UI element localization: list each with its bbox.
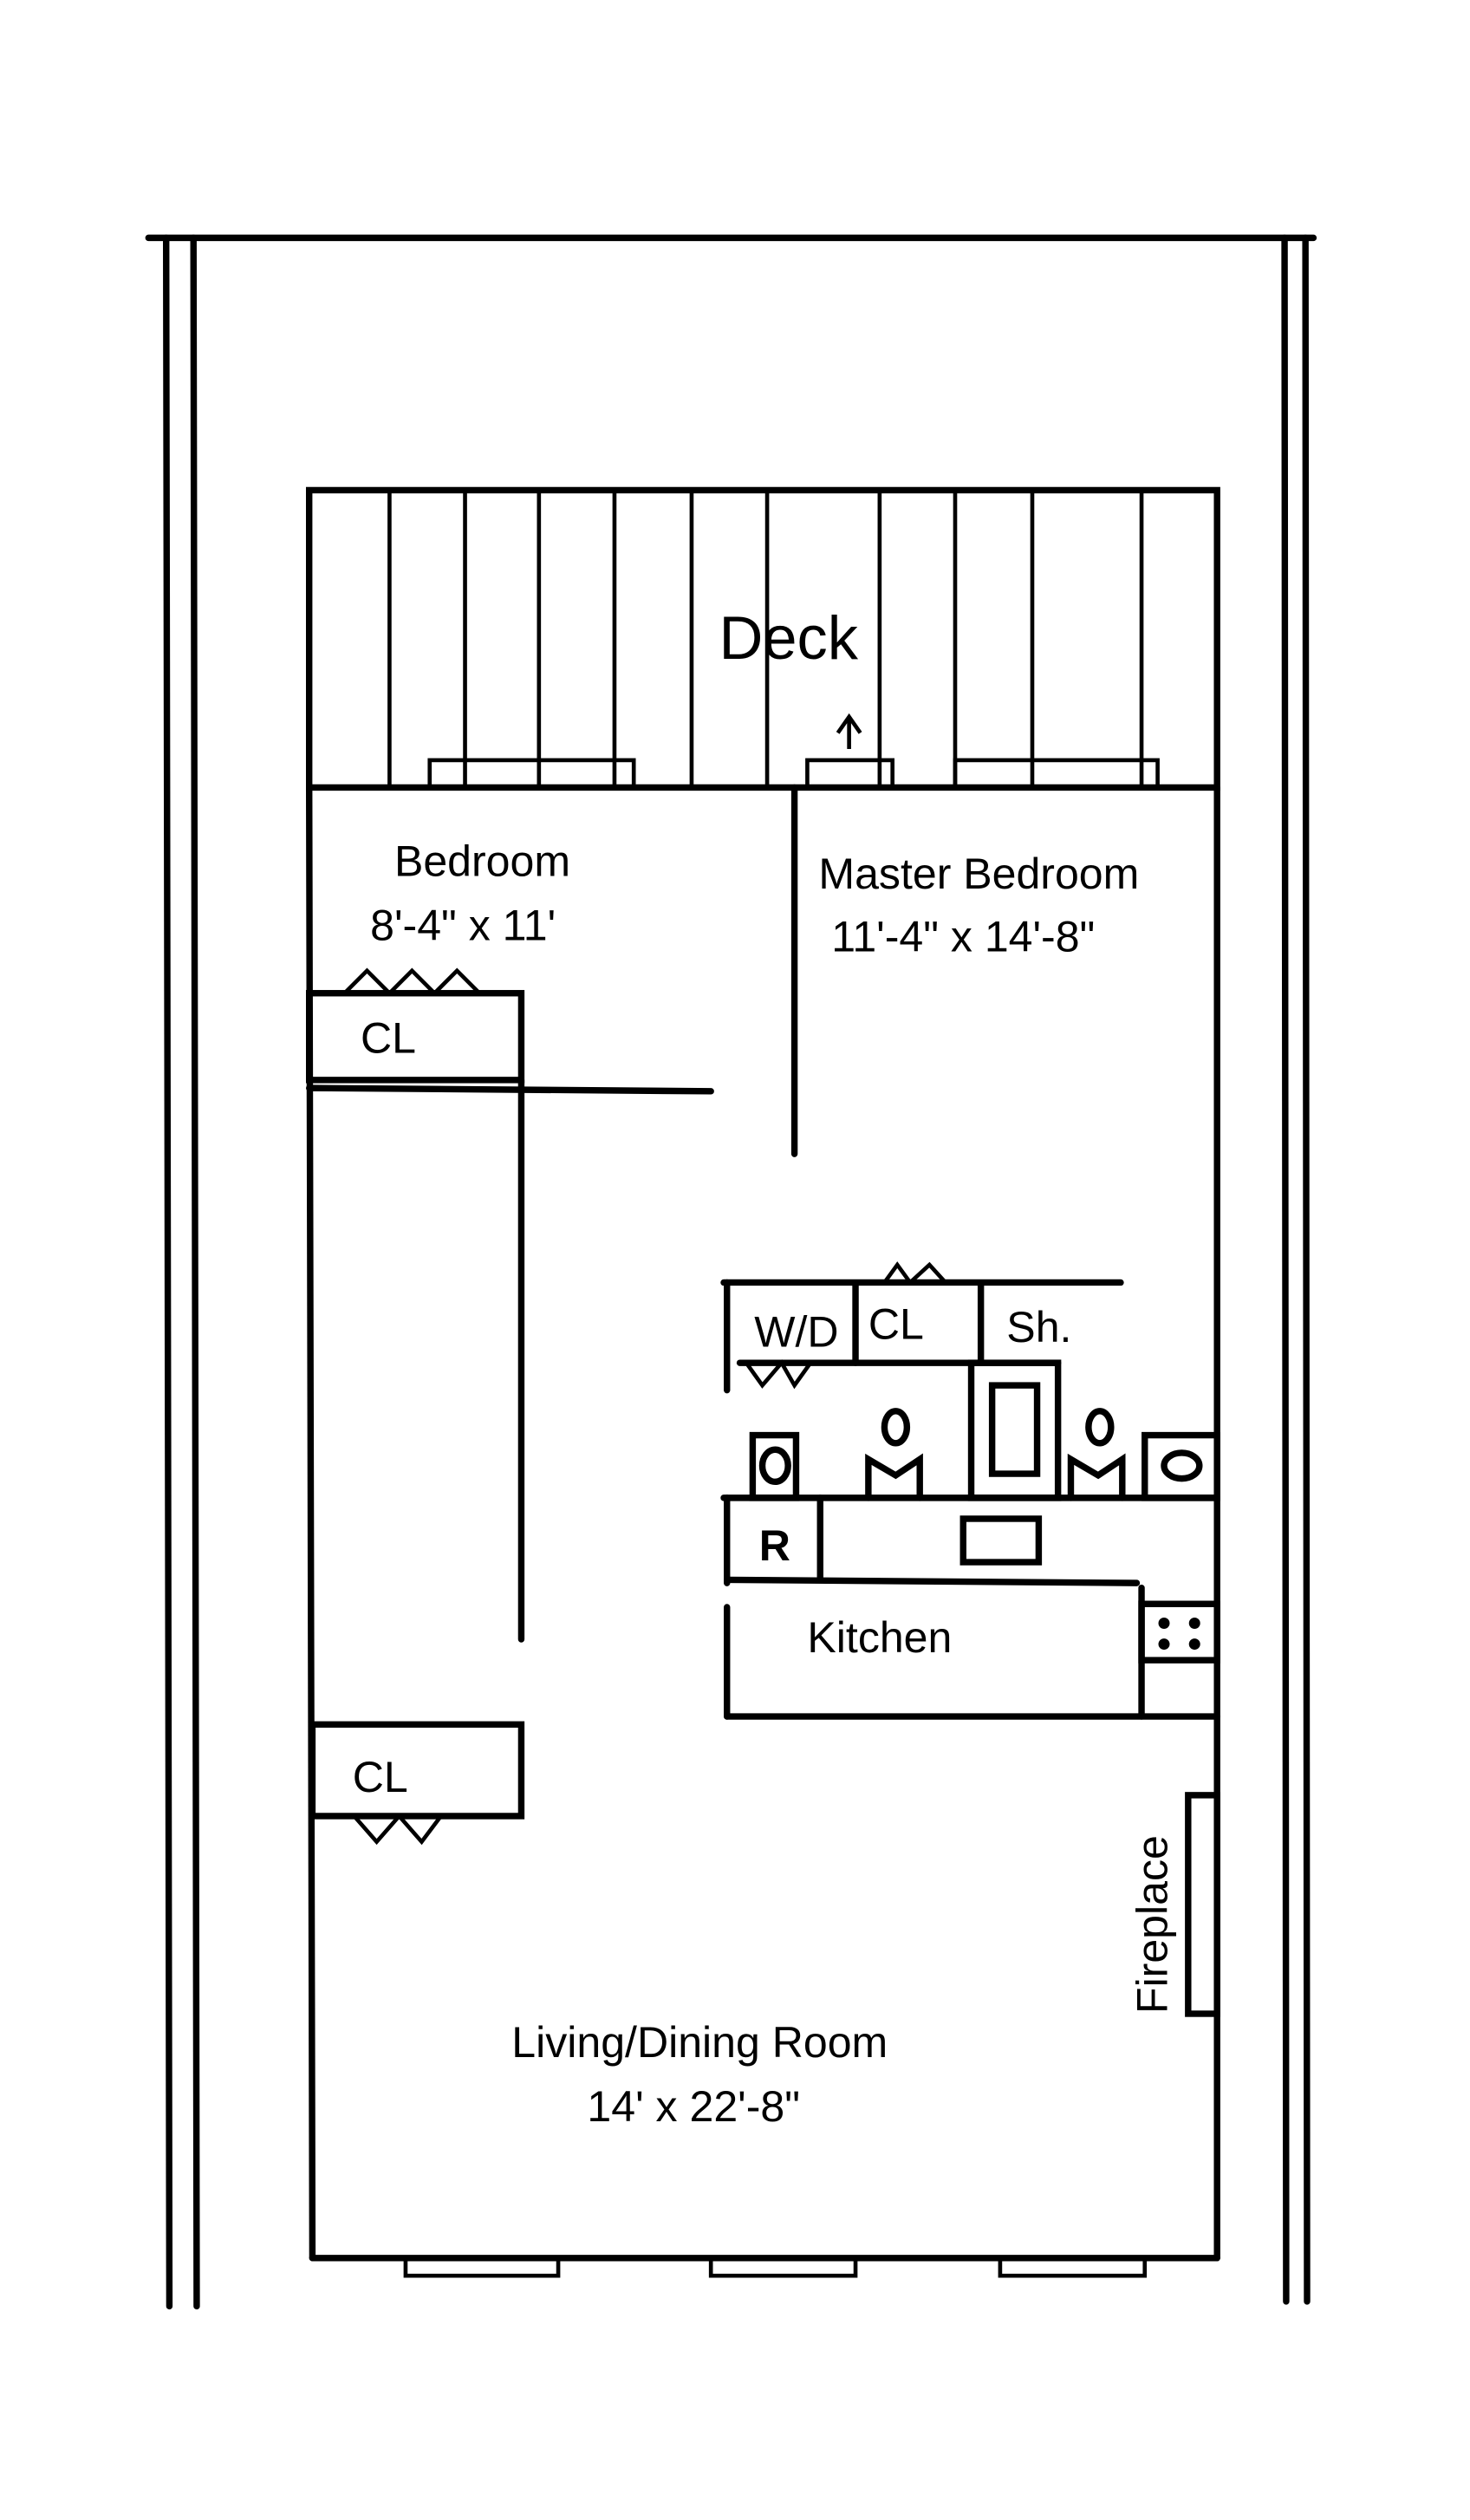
- arrow-up-icon: [836, 713, 862, 749]
- sink: [1142, 1431, 1220, 1501]
- deck-label: Deck: [719, 603, 858, 672]
- fireplace: Fireplace: [1129, 1792, 1220, 2017]
- deck: Deck: [305, 486, 1220, 791]
- closet: [305, 990, 525, 1084]
- master-bedroom: Master Bedroom 11'-4" x 14'-8": [818, 850, 1139, 960]
- toilet: [1067, 1453, 1126, 1501]
- bedroom-size: 8'-4" x 11': [370, 902, 556, 950]
- window: [427, 758, 636, 790]
- bedroom-name: Bedroom: [394, 837, 570, 885]
- kitchen-label: Kitchen: [807, 1613, 952, 1662]
- living-size: 14' x 22'-8": [587, 2082, 800, 2131]
- refrigerator-label: R: [759, 1521, 790, 1570]
- fireplace-label: Fireplace: [1129, 1835, 1177, 2014]
- bedroom: Bedroom 8'-4" x 11' CL: [305, 837, 570, 1084]
- master-bedroom-size: 11'-4" x 14'-8": [831, 913, 1095, 961]
- window: [953, 758, 1160, 790]
- kitchen-sink: [959, 1515, 1043, 1566]
- stove: [1138, 1600, 1220, 1664]
- window: [403, 2256, 561, 2278]
- shower-label: Sh.: [1006, 1303, 1071, 1351]
- toilet: [865, 1453, 923, 1501]
- master-bedroom-name: Master Bedroom: [818, 850, 1139, 898]
- closet-label: CL: [353, 1753, 408, 1801]
- window: [708, 2256, 858, 2278]
- washer-dryer-label: W/D: [754, 1308, 838, 1357]
- property-lines: [145, 234, 1317, 2310]
- living-name: Living/Dining Room: [511, 2018, 888, 2067]
- kitchen: W/D CL Sh. R Kitchen: [720, 1261, 1220, 1720]
- closet-label: CL: [361, 1013, 416, 1062]
- window: [998, 2256, 1148, 2278]
- closet-label: CL: [868, 1299, 924, 1348]
- hall-closet: CL: [309, 1721, 525, 1846]
- door: [805, 758, 895, 790]
- living-dining-room: Living/Dining Room 14' x 22'-8": [511, 2018, 888, 2131]
